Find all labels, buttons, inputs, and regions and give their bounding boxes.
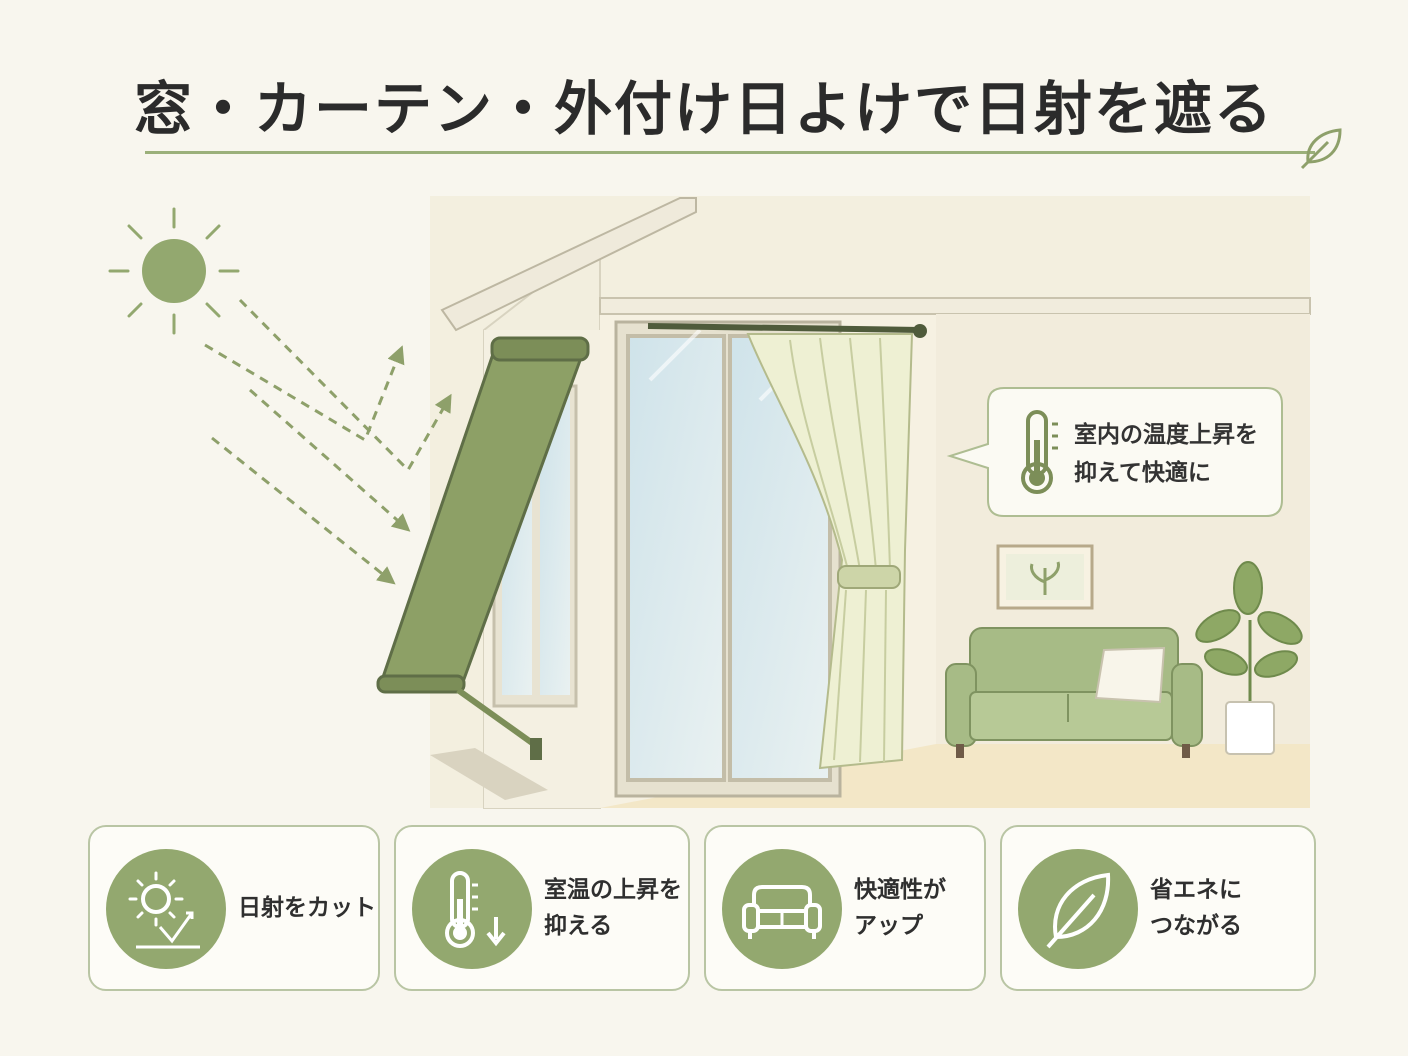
callout-line-2: 抑えて快適に [1074,460,1211,486]
benefit-label: 快適性が アップ [854,827,946,989]
benefit-line-2: 抑える [544,913,613,939]
sofa-icon [742,885,822,939]
sun-cut-icon [128,871,200,949]
leaf-icon [1046,872,1111,949]
benefit-label: 省エネに つながる [1150,827,1242,989]
callout-line-1: 室内の温度上昇を [1074,422,1258,448]
leaf-icon [1300,128,1342,170]
speech-bubble [946,387,1283,517]
benefit-line-1: 快適性が [854,877,946,903]
benefit-line-1: 省エネに [1150,877,1242,903]
benefit-label: 日射をカット [238,827,376,989]
leaf-icon-circle [1018,849,1138,969]
benefit-card-room-temp: 室温の上昇を 抑える [394,825,690,991]
benefit-card-comfort: 快適性が アップ [704,825,986,991]
thermometer-icon [1021,410,1058,494]
curtain [647,323,927,770]
sun-ray-arrows [204,298,452,585]
benefit-line-2: つながる [1150,913,1242,939]
sun-cut-icon-circle [106,849,226,969]
exterior-awning [376,336,590,760]
sofa [945,627,1203,758]
callout-text: 室内の温度上昇を 抑えて快適に [1074,416,1274,492]
potted-plant [1195,561,1303,755]
wall-picture [996,544,1094,610]
title-underline [145,151,1315,154]
thermometer-down-icon [445,871,506,948]
benefit-line-1: 日射をカット [238,895,376,921]
sun-icon [108,207,240,335]
benefit-line-1: 室温の上昇を [544,877,682,903]
sofa-icon-circle [722,849,842,969]
page-title: 窓・カーテン・外付け日よけで日射を遮る [133,75,1274,143]
sliding-window [614,320,842,798]
benefit-card-energy: 省エネに つながる [1000,825,1316,991]
thermometer-down-icon-circle [412,849,532,969]
benefit-label: 室温の上昇を 抑える [544,827,682,989]
benefit-card-sun-cut: 日射をカット [88,825,380,991]
benefit-line-2: アップ [854,913,923,939]
house-illustration [108,196,1311,809]
